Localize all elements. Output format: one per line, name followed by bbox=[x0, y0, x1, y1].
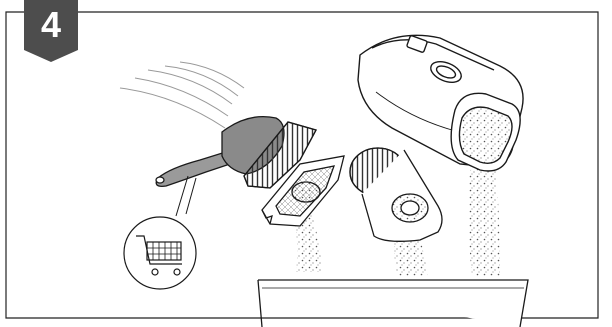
shopping-cart-icon bbox=[124, 217, 196, 289]
motion-lines bbox=[120, 62, 244, 128]
waste-bin bbox=[258, 280, 528, 327]
cylindrical-filter bbox=[350, 148, 442, 241]
